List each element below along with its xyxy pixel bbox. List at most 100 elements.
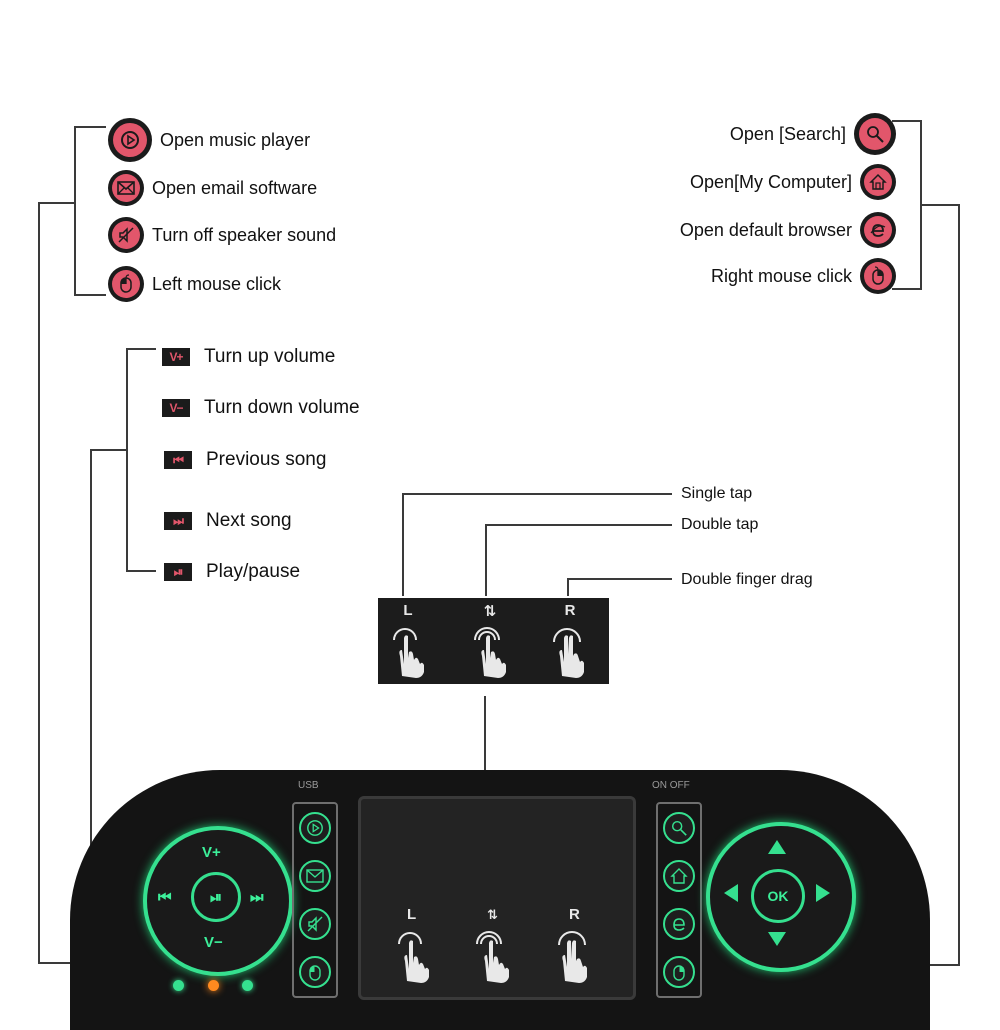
left-function-left-click: Left mouse click	[108, 266, 281, 302]
dial-play-pause-label: ⏯	[209, 888, 222, 906]
browser-key[interactable]	[663, 908, 695, 940]
right-bracket-bottom	[892, 288, 922, 290]
status-led-green-right	[242, 980, 253, 991]
touchpad[interactable]: L ⇅ R	[358, 796, 636, 1000]
ok-button[interactable]: OK	[751, 869, 805, 923]
status-led-green-left	[173, 980, 184, 991]
dial-play-pause-button[interactable]: ⏯	[191, 872, 241, 922]
right-function-key-column	[656, 802, 702, 998]
volume-up-key-icon: V+	[162, 348, 190, 366]
arrow-up-icon	[768, 840, 786, 854]
right-function-my-computer: Open[My Computer]	[690, 164, 896, 200]
media-bracket-vertical	[126, 348, 128, 572]
gesture-label-single-tap: Single tap	[681, 485, 753, 502]
music-player-key-icon	[307, 820, 323, 836]
left-long-line	[38, 202, 40, 964]
right-long-stub	[920, 204, 960, 206]
music-player-key[interactable]	[299, 812, 331, 844]
left-function-label: Open email software	[152, 177, 318, 198]
media-bracket-top	[126, 348, 156, 350]
media-key-volume-down: V− Turn down volume	[162, 397, 360, 419]
mute-key[interactable]	[299, 908, 331, 940]
touchpad-single-tap-glyph: L	[407, 906, 416, 923]
ok-label: OK	[767, 888, 789, 904]
power-label: ON OFF	[652, 780, 690, 791]
gesture-label-double-tap: Double tap	[681, 516, 759, 533]
media-key-label: Turn up volume	[204, 346, 336, 367]
media-key-previous: ⏮ Previous song	[164, 449, 326, 471]
left-function-mute: Turn off speaker sound	[108, 217, 336, 253]
single-tap-horizontal	[402, 493, 672, 495]
left-mouse-click-icon	[108, 266, 144, 302]
drag-horizontal	[567, 578, 672, 580]
next-song-key-icon: ⏭	[164, 512, 192, 530]
browser-icon	[860, 212, 896, 248]
arrow-left-icon	[724, 884, 738, 902]
left-function-email: Open email software	[108, 170, 317, 206]
double-finger-drag-gesture: R	[540, 598, 600, 684]
double-tap-vertical	[485, 524, 487, 596]
media-key-label: Turn down volume	[204, 397, 360, 418]
arrow-down-icon	[768, 932, 786, 946]
dial-volume-down-label[interactable]: V−	[204, 934, 223, 951]
previous-song-key-icon: ⏮	[164, 451, 192, 469]
media-key-play-pause: ⏯ Play/pause	[164, 561, 300, 583]
double-tap-gesture: ⇅	[460, 598, 520, 684]
gesture-label-double-finger-drag: Double finger drag	[681, 571, 813, 588]
left-function-label: Left mouse click	[152, 273, 282, 294]
my-computer-key[interactable]	[663, 860, 695, 892]
right-click-key-icon	[673, 965, 685, 981]
email-icon	[108, 170, 144, 206]
left-bracket-top	[74, 126, 106, 128]
single-tap-glyph: L	[403, 602, 413, 619]
arrow-right-icon	[816, 884, 830, 902]
left-bracket-bottom	[74, 294, 106, 296]
drag-glyph: R	[564, 602, 576, 619]
double-tap-hand-icon	[474, 627, 506, 678]
touchpad-gesture-print: L ⇅ R	[398, 906, 587, 983]
browser-key-icon	[673, 918, 685, 931]
right-function-label: Open[My Computer]	[689, 171, 852, 192]
right-click-key[interactable]	[663, 956, 695, 988]
media-key-label: Previous song	[206, 449, 327, 470]
left-function-label: Open music player	[160, 129, 311, 150]
mute-key-icon	[307, 916, 323, 932]
dial-previous-label[interactable]: ⏮	[158, 889, 172, 906]
right-function-label: Right mouse click	[710, 265, 852, 286]
touch-gesture-panel: L ⇅ R	[378, 598, 609, 684]
left-click-key-icon	[309, 965, 321, 981]
single-tap-gesture: L	[378, 598, 438, 684]
direction-arrows-icon	[724, 840, 830, 946]
media-stub	[90, 449, 128, 451]
right-function-label: Open [Search]	[729, 123, 846, 144]
double-tap-glyph: ⇅	[483, 603, 497, 620]
home-icon	[860, 164, 896, 200]
search-key[interactable]	[663, 812, 695, 844]
right-function-browser: Open default browser	[680, 212, 896, 248]
status-led-orange	[208, 980, 219, 991]
right-long-line	[958, 204, 960, 966]
media-bracket-bottom	[126, 570, 156, 572]
dial-volume-up-label[interactable]: V+	[202, 844, 221, 861]
dial-next-label[interactable]: ⏭	[250, 889, 264, 906]
email-key[interactable]	[299, 860, 331, 892]
touchpad-connector	[484, 696, 486, 800]
touchpad-double-tap-glyph: ⇅	[487, 908, 498, 923]
left-bracket-vertical	[74, 126, 76, 296]
right-mouse-click-icon	[860, 258, 896, 294]
touchpad-drag-glyph: R	[569, 906, 580, 923]
single-tap-hand-icon	[393, 628, 424, 678]
usb-label: USB	[298, 780, 319, 791]
media-key-next: ⏭ Next song	[164, 510, 292, 532]
media-key-label: Next song	[206, 510, 292, 531]
left-click-key[interactable]	[299, 956, 331, 988]
left-function-label: Turn off speaker sound	[152, 224, 337, 245]
media-long-line	[90, 449, 92, 889]
play-pause-key-icon: ⏯	[164, 563, 192, 581]
left-function-music: Open music player	[108, 118, 310, 162]
right-function-label: Open default browser	[679, 219, 852, 240]
drag-vertical	[567, 578, 569, 596]
speaker-mute-icon	[108, 217, 144, 253]
right-bracket-top	[892, 120, 922, 122]
right-function-search: Open [Search]	[730, 113, 896, 155]
